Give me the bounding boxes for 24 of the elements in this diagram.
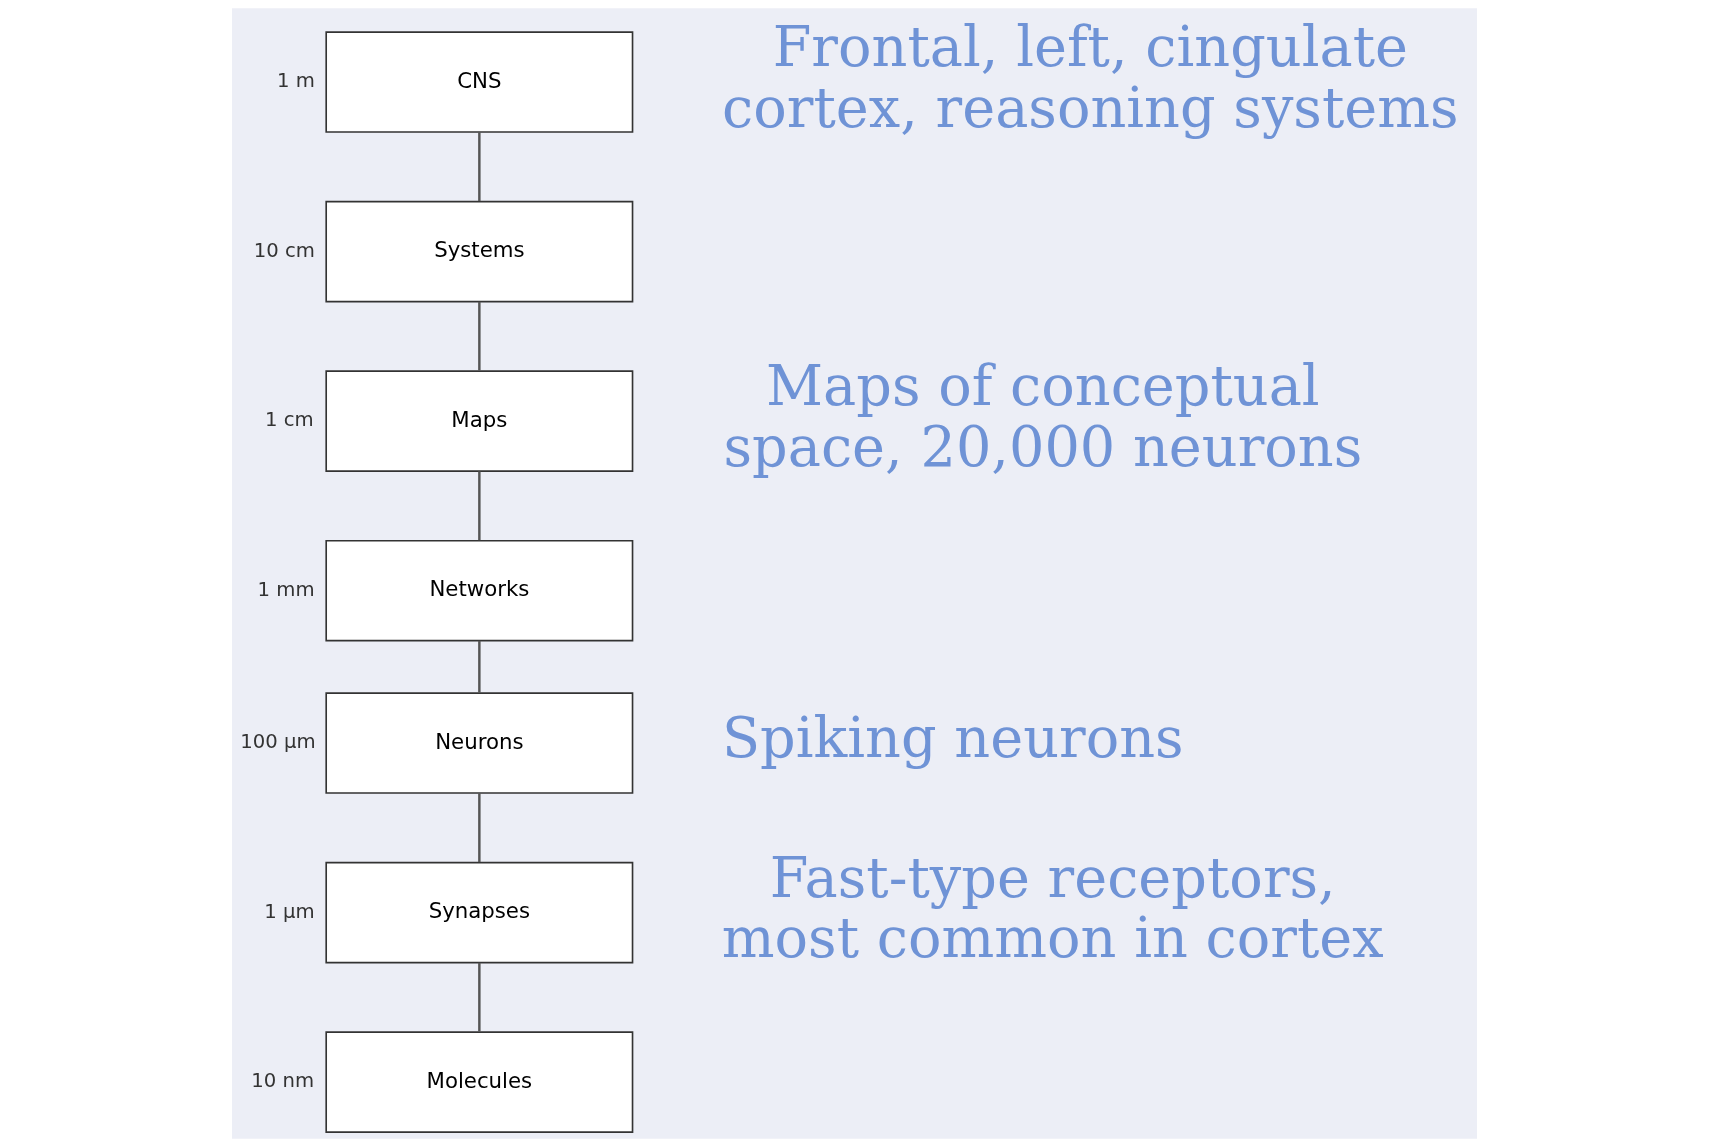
connector xyxy=(478,962,481,1032)
label: Fast-type receptors, most common in cortex xyxy=(721,844,1384,971)
label: Maps of conceptual space, 20,000 neurons xyxy=(723,353,1363,479)
node-box: CNS xyxy=(325,31,634,133)
connector xyxy=(478,471,481,541)
label: Frontal, left, cingulate cortex, reasoning systems xyxy=(722,14,1459,140)
connector xyxy=(478,793,481,863)
node-box: Networks xyxy=(325,539,634,642)
node-label: 100 μm xyxy=(240,730,316,754)
node-box: Systems xyxy=(325,200,634,303)
connector xyxy=(478,301,481,371)
node-box: Maps xyxy=(325,370,634,472)
node-label: 1 cm xyxy=(265,408,314,432)
node-label: 1 mm xyxy=(257,577,315,601)
node-box: Molecules xyxy=(325,1031,634,1133)
node-label: 10 cm xyxy=(253,238,316,262)
node-label: 1 μm xyxy=(264,899,315,923)
connector xyxy=(478,640,481,693)
node-label: 1 m xyxy=(276,69,315,93)
node-label: 10 nm xyxy=(251,1069,315,1093)
connector xyxy=(478,132,481,202)
label: Spiking neurons xyxy=(721,705,1184,771)
node-box: Neurons xyxy=(325,692,634,794)
node-box: Synapses xyxy=(325,861,634,964)
